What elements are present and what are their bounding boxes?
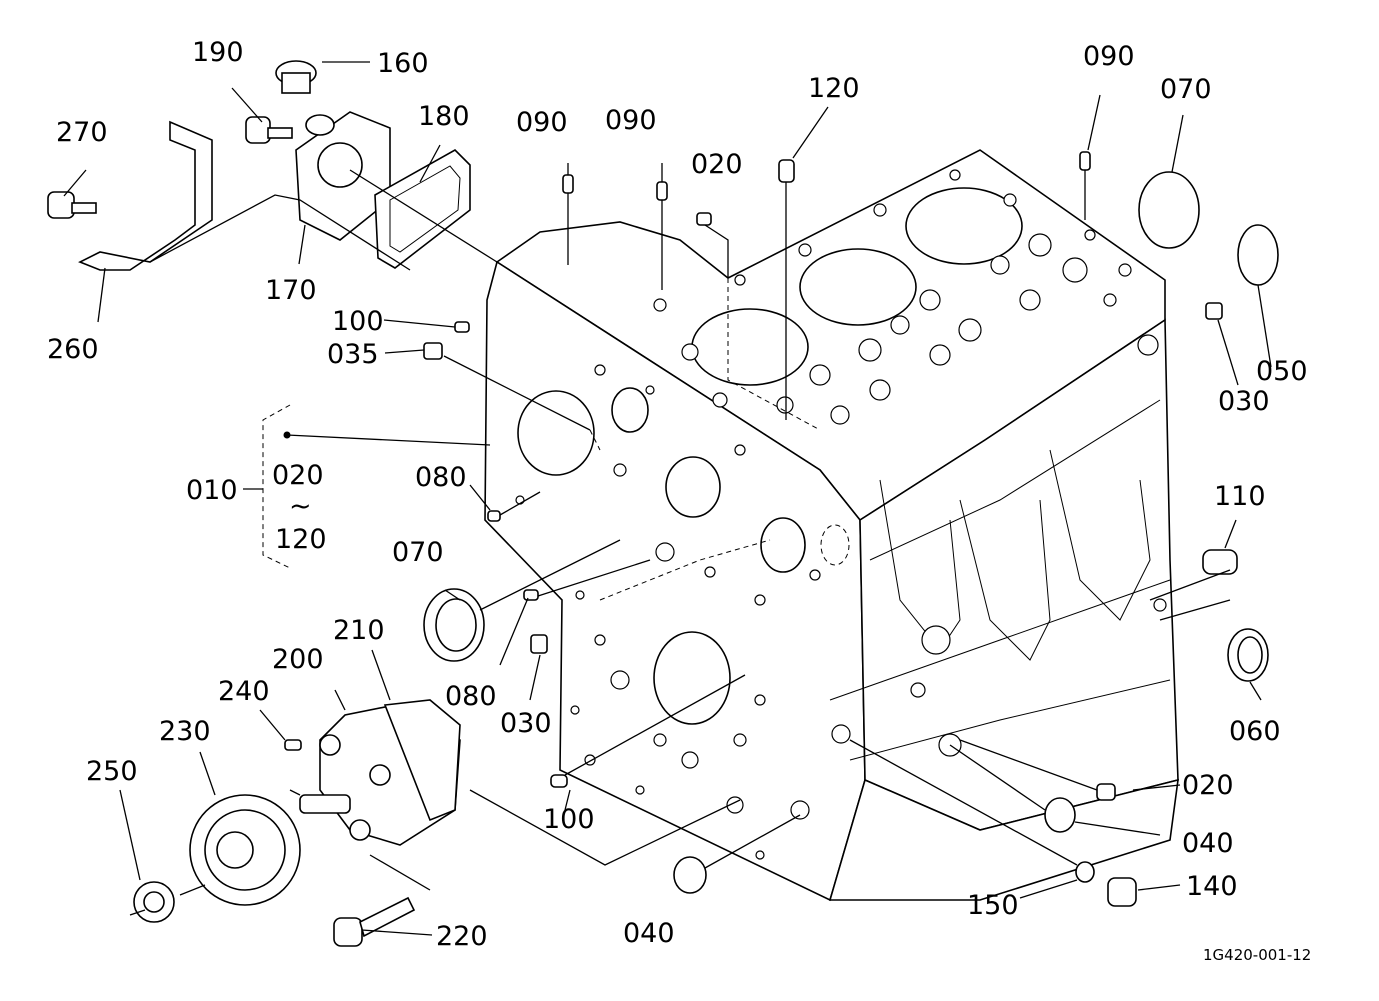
callout-220: 220 bbox=[436, 921, 488, 952]
callout-240: 240 bbox=[218, 676, 270, 707]
callout-010-group: 010 bbox=[186, 475, 238, 506]
leader-lines bbox=[63, 61, 1272, 936]
cylinder-block bbox=[484, 149, 1179, 902]
callout-090-c: 090 bbox=[1083, 41, 1135, 72]
callout-070-b: 070 bbox=[392, 537, 444, 568]
cover-bracket-assembly bbox=[47, 60, 498, 271]
callout-060: 060 bbox=[1229, 716, 1281, 747]
callout-270: 270 bbox=[56, 117, 108, 148]
deck-holes bbox=[653, 169, 1132, 425]
small-parts bbox=[423, 151, 1279, 907]
callout-230: 230 bbox=[159, 716, 211, 747]
group-range-start: 020 bbox=[272, 460, 324, 491]
callout-140: 140 bbox=[1186, 871, 1238, 902]
callout-120: 120 bbox=[808, 73, 860, 104]
callout-250: 250 bbox=[86, 756, 138, 787]
callout-030-b: 030 bbox=[500, 708, 552, 739]
callout-labels: 270 190 160 180 170 260 090 090 020 120 … bbox=[47, 37, 1311, 964]
drawing-reference-code: 1G420-001-12 bbox=[1203, 946, 1311, 964]
group-range-end: 120 bbox=[275, 524, 327, 555]
oil-pump-assembly bbox=[129, 699, 741, 947]
callout-050: 050 bbox=[1256, 356, 1308, 387]
front-face-holes bbox=[515, 364, 821, 860]
callout-090-b: 090 bbox=[605, 105, 657, 136]
callout-210: 210 bbox=[333, 615, 385, 646]
callout-150: 150 bbox=[967, 890, 1019, 921]
callout-180: 180 bbox=[418, 101, 470, 132]
group-range-symbol: ~ bbox=[289, 491, 312, 522]
callout-035: 035 bbox=[327, 339, 379, 370]
callout-100-a: 100 bbox=[332, 306, 384, 337]
callout-110: 110 bbox=[1214, 481, 1266, 512]
callout-030-a: 030 bbox=[1218, 386, 1270, 417]
callout-070-a: 070 bbox=[1160, 74, 1212, 105]
callout-020-a: 020 bbox=[691, 149, 743, 180]
callout-080-a: 080 bbox=[415, 462, 467, 493]
callout-040-a: 040 bbox=[1182, 828, 1234, 859]
callout-200: 200 bbox=[272, 644, 324, 675]
callout-260: 260 bbox=[47, 334, 99, 365]
callout-170: 170 bbox=[265, 275, 317, 306]
callout-160: 160 bbox=[377, 48, 429, 79]
callout-190: 190 bbox=[192, 37, 244, 68]
callout-100-b: 100 bbox=[543, 804, 595, 835]
callout-090-a: 090 bbox=[516, 107, 568, 138]
callout-020-b: 020 bbox=[1182, 770, 1234, 801]
callout-080-b: 080 bbox=[445, 681, 497, 712]
callout-040-b: 040 bbox=[623, 918, 675, 949]
